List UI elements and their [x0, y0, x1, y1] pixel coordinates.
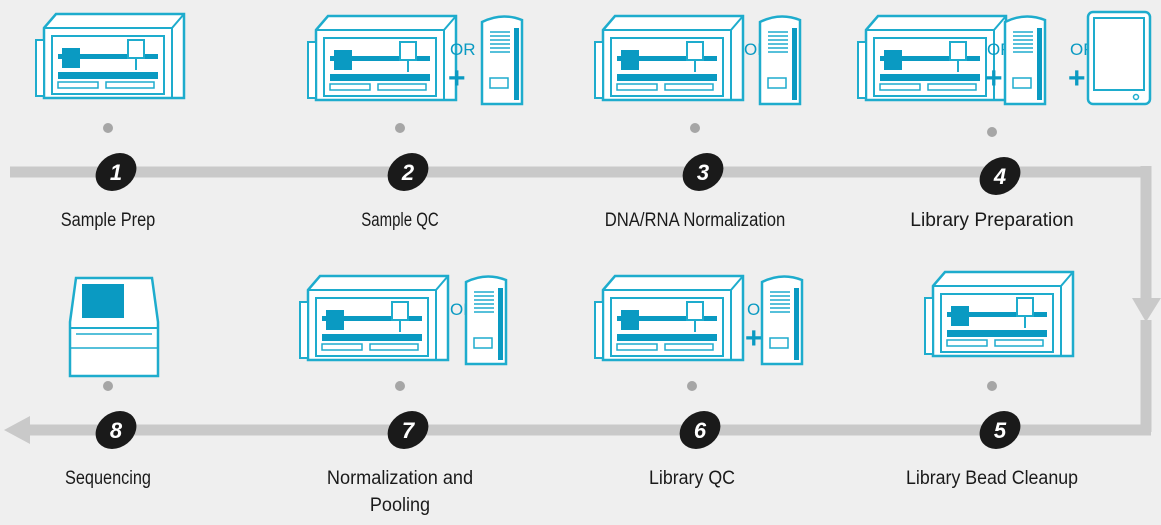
step-label: Sequencing: [65, 468, 151, 489]
connector-dot: [690, 123, 700, 133]
tower-analyzer-icon: [1003, 15, 1047, 106]
tablet-instrument-icon: [1086, 10, 1152, 106]
step-number-badge: [979, 411, 1021, 449]
step-number: 7: [402, 418, 416, 443]
step-number-badge: [95, 411, 137, 449]
tower-analyzer-icon: [480, 15, 524, 106]
liquid-handler-icon: [298, 274, 450, 362]
plus-icon: +: [985, 62, 1003, 95]
down-arrow-head: [1132, 298, 1161, 322]
connector-dot: [395, 123, 405, 133]
step-label: Sample QC: [361, 210, 438, 231]
step-number-badge: [682, 153, 724, 191]
connector-dot: [395, 381, 405, 391]
step-number-badge: [679, 411, 721, 449]
connector-dot: [687, 381, 697, 391]
sequencer-icon: [68, 276, 160, 378]
plus-icon: +: [448, 62, 466, 95]
flow-lines: [4, 166, 1161, 444]
step-number: 3: [697, 160, 709, 185]
plus-icon: +: [745, 322, 763, 355]
step-number-badge: [387, 411, 429, 449]
step-number: 6: [694, 418, 707, 443]
connector-dot: [103, 381, 113, 391]
step-number: 8: [110, 418, 123, 443]
connector-dot: [987, 127, 997, 137]
step-number-badge: [979, 157, 1021, 195]
step-number-badge: [387, 153, 429, 191]
step-number: 1: [110, 160, 122, 185]
liquid-handler-icon: [593, 14, 745, 102]
step-label: Pooling: [370, 495, 430, 516]
liquid-handler-icon: [923, 270, 1075, 358]
or-label: OR: [450, 40, 476, 59]
connector-dot: [103, 123, 113, 133]
step-number-badge: [95, 153, 137, 191]
left-arrow-head: [4, 416, 30, 444]
step-label: Normalization and: [327, 468, 473, 489]
step-label: Library QC: [649, 468, 735, 489]
connector-dot: [987, 381, 997, 391]
step-label: Library Preparation: [910, 210, 1073, 231]
step-number: 5: [994, 418, 1007, 443]
liquid-handler-icon: [34, 12, 186, 100]
step-number: 2: [401, 160, 415, 185]
step-number: 4: [993, 164, 1006, 189]
step-label: Library Bead Cleanup: [906, 468, 1078, 489]
step-label: Sample Prep: [61, 210, 156, 231]
liquid-handler-icon: [856, 14, 1008, 102]
step-label: DNA/RNA Normalization: [605, 210, 786, 231]
tower-analyzer-icon: [758, 15, 802, 106]
liquid-handler-icon: [593, 274, 745, 362]
tower-analyzer-icon: [760, 275, 804, 366]
liquid-handler-icon: [306, 14, 458, 102]
tower-analyzer-icon: [464, 275, 508, 366]
plus-icon: +: [1068, 62, 1086, 95]
